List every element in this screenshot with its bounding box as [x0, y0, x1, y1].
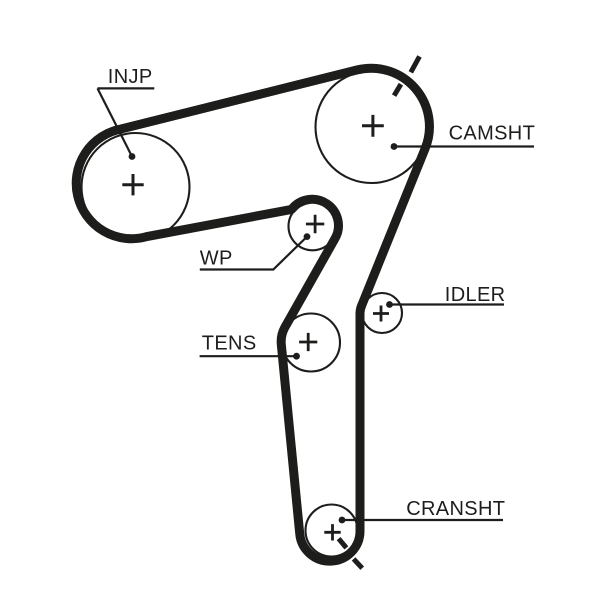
svg-text:TENS: TENS	[202, 333, 257, 355]
svg-text:IDLER: IDLER	[445, 284, 506, 306]
svg-text:INJP: INJP	[108, 66, 153, 88]
svg-text:CRANSHT: CRANSHT	[406, 498, 505, 520]
svg-text:WP: WP	[200, 248, 233, 270]
svg-text:CAMSHT: CAMSHT	[449, 122, 536, 144]
